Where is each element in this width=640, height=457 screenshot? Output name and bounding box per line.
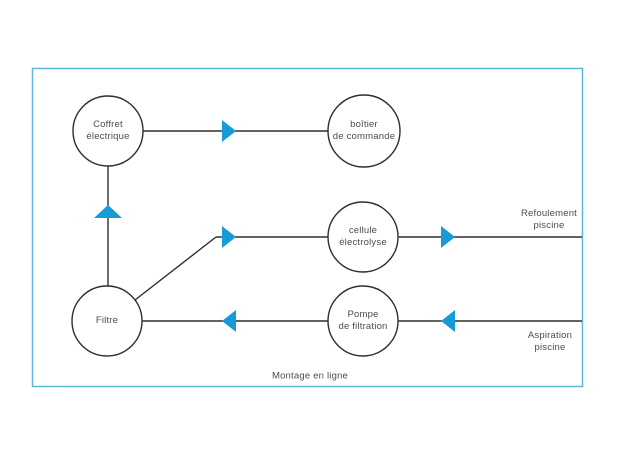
aspiration-piscine-label: Aspiration piscine bbox=[527, 330, 573, 353]
arrow-left-icon bbox=[222, 310, 236, 332]
node-coffret-electrique bbox=[72, 95, 144, 167]
diagram-caption: Montage en ligne bbox=[271, 370, 349, 382]
node-label-coffret: Coffret électrique bbox=[86, 119, 130, 142]
arrow-right-icon bbox=[222, 120, 236, 142]
node-label-boitier: boîtier de commande bbox=[332, 119, 396, 142]
diagram-frame bbox=[31, 67, 584, 388]
node-label-pompe: Pompe de filtration bbox=[338, 309, 388, 332]
line-filtre-to-cellule-diagonal bbox=[134, 236, 217, 301]
arrow-left-icon bbox=[441, 310, 455, 332]
node-pompe-de-filtration bbox=[327, 285, 399, 357]
node-label-cellule: cellule électrolyse bbox=[339, 225, 387, 248]
node-filtre bbox=[71, 285, 143, 357]
node-label-filtre: Filtre bbox=[95, 315, 119, 326]
arrow-right-icon bbox=[222, 226, 236, 248]
refoulement-piscine-label: Refoulement piscine bbox=[520, 208, 578, 231]
node-cellule-electrolyse bbox=[327, 201, 399, 273]
node-boitier-de-commande bbox=[327, 94, 401, 168]
arrow-up-icon bbox=[94, 205, 122, 218]
arrow-right-icon bbox=[441, 226, 455, 248]
